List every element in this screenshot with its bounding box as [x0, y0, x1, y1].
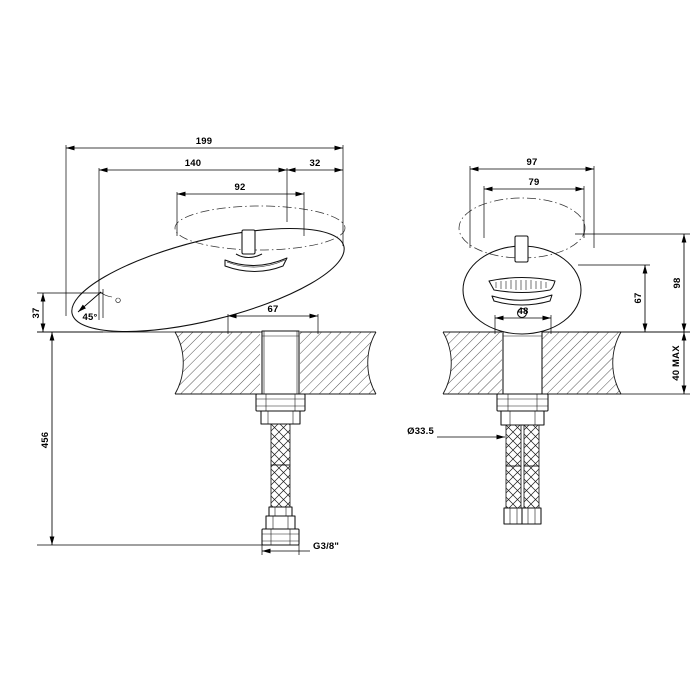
dim-label-67-side: 67	[268, 304, 279, 315]
dim-label-g38: G3/8"	[313, 541, 339, 552]
dim-label-140: 140	[185, 158, 201, 169]
dim-overall-width: 199	[65, 136, 344, 316]
dim-label-456: 456	[40, 432, 51, 448]
dim-thread-size: G3/8"	[261, 541, 339, 555]
dim-label-67-front: 67	[633, 293, 644, 304]
dim-label-199: 199	[196, 136, 212, 147]
dim-rear-offset: 32	[287, 158, 343, 173]
dim-label-37: 37	[31, 308, 42, 319]
front-view-body	[462, 245, 582, 335]
dim-body-depth: 67	[227, 304, 319, 334]
dim-label-98: 98	[672, 278, 683, 289]
dim-label-diam335: Ø33.5	[407, 426, 434, 437]
dim-lever-width: 92	[176, 182, 305, 236]
front-view-grille-slots	[495, 280, 547, 290]
dim-spout-angle: 45°	[77, 289, 104, 323]
dim-base-width: 48	[494, 306, 552, 334]
dim-label-97: 97	[527, 157, 538, 168]
front-view-lever-swing-arc	[458, 197, 586, 259]
side-view-lever-swing-arc	[174, 205, 346, 251]
dim-body-height: 67	[578, 264, 650, 332]
side-view-lock-nut	[255, 393, 306, 425]
front-view-group: 97 79 48 98 67	[407, 157, 690, 525]
front-view-counter-section	[442, 331, 622, 395]
front-view-shank	[502, 330, 543, 396]
side-view-group: 199 140 32 92 67	[31, 136, 377, 555]
dim-label-92: 92	[235, 182, 246, 193]
side-view-lever	[224, 229, 288, 273]
dim-lever-span: 79	[483, 177, 585, 238]
side-view-flex-hose	[261, 423, 300, 546]
dim-total-drop: 456	[37, 331, 262, 546]
front-view-lever-stem	[514, 235, 529, 263]
dim-label-40max: 40 MAX	[671, 345, 682, 381]
dim-label-79: 79	[529, 177, 540, 188]
dim-max-thickness: 40 MAX	[621, 331, 690, 395]
side-view-shank	[261, 330, 300, 396]
dim-label-45deg: 45°	[83, 312, 98, 323]
front-view-lock-nut	[496, 393, 549, 426]
dim-label-48: 48	[518, 306, 529, 317]
dim-label-32: 32	[310, 158, 321, 169]
dim-shank-diameter: Ø33.5	[407, 426, 505, 440]
front-view-flex-hoses	[503, 424, 542, 525]
